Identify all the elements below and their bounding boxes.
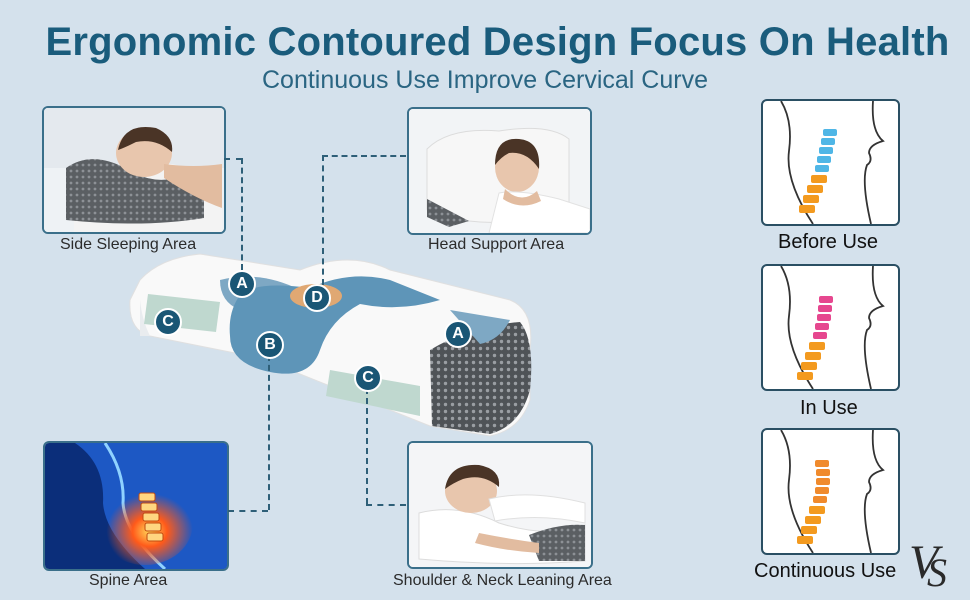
marker-d: D xyxy=(303,284,331,312)
before-use-caption: Before Use xyxy=(778,231,879,253)
connector-shoulder-vertical xyxy=(366,388,368,504)
head-support-caption: Head Support Area xyxy=(428,236,565,253)
connector-spine xyxy=(228,510,268,512)
shoulder-neck-photo xyxy=(407,441,593,569)
side-sleeping-caption: Side Sleeping Area xyxy=(60,236,197,253)
before-use-diagram xyxy=(761,99,900,226)
connector-shoulder xyxy=(366,504,406,506)
brand-logo: V S xyxy=(909,536,947,592)
marker-c-right: C xyxy=(354,364,382,392)
continuous-use-diagram xyxy=(761,428,900,555)
page-title: Ergonomic Contoured Design Focus On Heal… xyxy=(45,20,950,64)
marker-b: B xyxy=(256,331,284,359)
continuous-use-caption: Continuous Use xyxy=(754,560,897,582)
connector-side-sleeping-vertical xyxy=(241,158,243,270)
marker-c-left: C xyxy=(154,308,182,336)
connector-head-support-vertical xyxy=(322,155,324,285)
connector-head-support xyxy=(322,155,406,157)
marker-a-left: A xyxy=(228,270,256,298)
head-support-photo xyxy=(407,107,592,235)
shoulder-neck-caption: Shoulder & Neck Leaning Area xyxy=(393,572,612,589)
svg-text:S: S xyxy=(927,550,947,592)
marker-a-right: A xyxy=(444,320,472,348)
pillow-illustration xyxy=(129,253,532,437)
spine-xray-photo xyxy=(43,441,229,571)
spine-caption: Spine Area xyxy=(89,572,168,589)
svg-text:V: V xyxy=(909,536,943,589)
in-use-caption: In Use xyxy=(800,397,858,419)
side-sleeping-photo xyxy=(42,106,226,234)
in-use-diagram xyxy=(761,264,900,391)
connector-side-sleeping xyxy=(224,158,242,160)
connector-spine-vertical xyxy=(268,355,270,510)
page-subtitle: Continuous Use Improve Cervical Curve xyxy=(261,66,708,94)
